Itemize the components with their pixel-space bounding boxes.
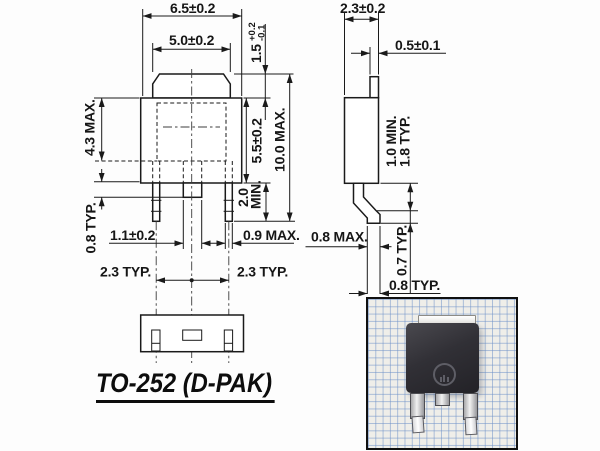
dim-center-lead-width: 1.1±0.2 <box>110 227 156 243</box>
front-right-lead <box>224 182 234 223</box>
dim-lead-height: 1.8 TYP. <box>397 116 413 167</box>
side-dimension-labels: 2.3±0.2 0.5±0.1 1.0 MIN. 1.8 TYP. 0.8 MA… <box>311 0 441 293</box>
dim-lead-width: 0.9 MAX. <box>243 227 300 243</box>
dim-flange-height: 5.5±0.2 <box>249 118 265 164</box>
side-dimension-lines <box>305 12 446 297</box>
front-view: 6.5±0.2 5.0±0.2 1.5 +0.2 -0.1 4.3 MAX. 0… <box>82 0 300 363</box>
dim-lead-length-value: 2.0 <box>235 188 251 207</box>
dim-foot-height: 0.7 TYP. <box>394 225 410 276</box>
front-package-outline <box>139 69 243 363</box>
bottom-view <box>139 314 245 353</box>
dim-lead-thickness: 0.8 TYP. <box>83 202 99 253</box>
dim-tab-height-tol-minus: -0.1 <box>257 24 268 41</box>
photo-right-lead <box>462 392 478 420</box>
photo-logo-bar <box>446 376 449 382</box>
front-lead-ticks <box>151 199 234 212</box>
photo-logo-mark <box>432 362 456 386</box>
photo-left-lead-foot <box>411 415 425 434</box>
package-title: TO-252 (D-PAK) <box>96 370 275 403</box>
dim-foot-thickness: 0.8 MAX. <box>311 229 368 245</box>
photo-right-lead-foot <box>464 416 477 436</box>
front-left-lead <box>151 182 161 223</box>
bottom-center-window <box>182 329 203 341</box>
dim-lead-pitch-left: 2.3 TYP. <box>100 264 151 280</box>
side-tab-outline <box>369 75 380 99</box>
front-body-outline <box>139 97 243 184</box>
dim-foot-length: 0.8 TYP. <box>389 277 440 293</box>
photo-logo-bar <box>439 376 442 382</box>
package-photo <box>366 297 518 450</box>
photo-logo-bar <box>443 374 445 382</box>
dim-tab-height-tol-plus: +0.2 <box>247 22 258 41</box>
bottom-right-pad <box>223 329 234 352</box>
front-dimension-lines <box>94 9 295 284</box>
dim-body-height: 4.3 MAX. <box>82 99 98 156</box>
dim-standoff: 1.0 MIN. <box>383 116 399 167</box>
dim-tab-thickness: 0.5±0.1 <box>395 37 441 53</box>
front-dimension-labels: 6.5±0.2 5.0±0.2 1.5 +0.2 -0.1 4.3 MAX. 0… <box>82 0 300 280</box>
dim-lead-length-qualifier: MIN. <box>248 180 264 209</box>
dim-body-depth: 2.3±0.2 <box>340 0 386 16</box>
dim-tab-height-value: 1.5 <box>248 44 264 63</box>
dim-tab-width: 5.0±0.2 <box>169 32 215 48</box>
dim-overall-width: 6.5±0.2 <box>170 0 216 16</box>
dim-lead-pitch-right: 2.3 TYP. <box>237 264 288 280</box>
front-center-lead <box>182 182 203 199</box>
bottom-body-outline <box>139 314 245 353</box>
bottom-left-pad <box>151 329 161 352</box>
dim-overall-height: 10.0 MAX. <box>272 108 288 172</box>
side-view: 2.3±0.2 0.5±0.1 1.0 MIN. 1.8 TYP. 0.8 MA… <box>305 0 446 297</box>
photo-center-lead <box>434 392 450 406</box>
dim-tab-height: 1.5 +0.2 -0.1 <box>247 22 268 63</box>
photo-left-lead <box>409 392 425 419</box>
side-lead-outline <box>352 182 381 225</box>
side-body-outline <box>343 96 380 185</box>
side-package-outline <box>343 75 381 225</box>
